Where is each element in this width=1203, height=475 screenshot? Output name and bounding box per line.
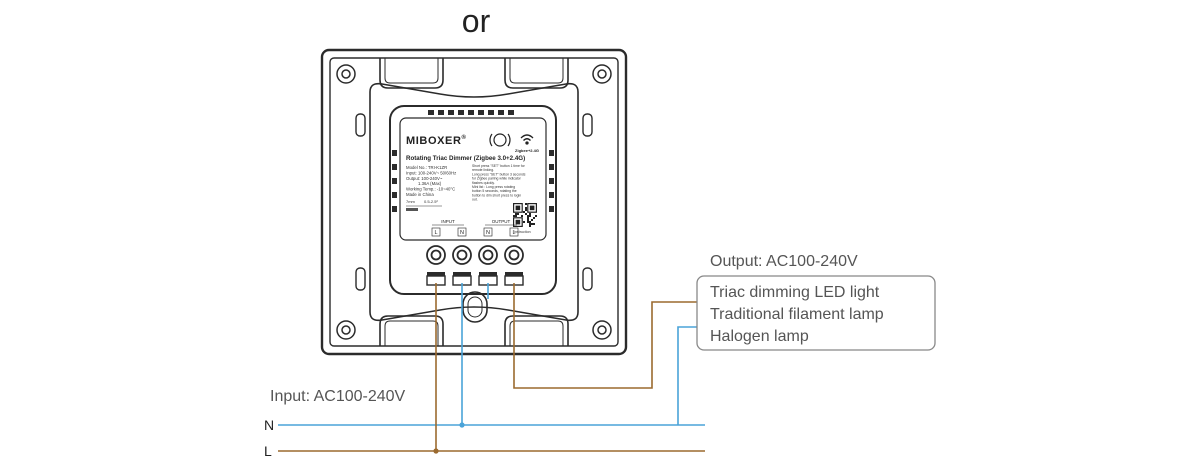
dimmer-device	[320, 48, 628, 356]
output-label: Output: AC100-240V	[710, 253, 858, 270]
side-slots	[355, 113, 593, 291]
vent-ribs	[392, 110, 554, 212]
terminal-label: L	[512, 230, 515, 236]
instruction-line: Mini list : Long press rotating	[472, 185, 515, 189]
label-plate	[399, 117, 547, 241]
instruction-line: button to dim short press to login	[472, 193, 521, 197]
instruction-line: button 5 seconds, rotating the	[472, 189, 517, 193]
strip-gauge-bar	[406, 208, 418, 211]
instruction-line: Short press "SET" button 1 time for	[472, 164, 526, 168]
input-label: Input: AC100-240V	[270, 388, 406, 405]
live-line-label: L	[264, 443, 272, 459]
device-frame	[320, 48, 628, 356]
output-group-label: OUTPUT	[492, 219, 511, 224]
neutral-junction	[459, 422, 465, 428]
qr-caption: Instruction	[514, 230, 531, 234]
spec-line: Working Temp.: -10~40°C	[406, 187, 455, 192]
instruction-list: Short press "SET" button 1 time forremot…	[472, 164, 526, 202]
wireless-icon	[520, 134, 534, 145]
terminal-label-box	[457, 227, 467, 237]
spec-line: 1.36A (Max)	[418, 181, 442, 186]
product-name: Rotating Triac Dimmer (Zigbee 3.0+2.4G)	[406, 155, 525, 162]
spec-line: Model No.: TRI-K1ZR	[406, 165, 447, 170]
live-junction	[433, 448, 439, 454]
load-item: Halogen lamp	[710, 328, 809, 345]
mounting-slot	[462, 291, 488, 323]
terminal-label-box	[483, 227, 493, 237]
dial-icon	[489, 133, 511, 147]
wires	[278, 283, 705, 454]
terminal-clamps	[426, 275, 524, 286]
neutral-line-label: N	[264, 417, 274, 433]
corner-screws	[336, 64, 612, 340]
spec-line: Input: 100-240V~ 50/60Hz	[406, 170, 456, 175]
label-text: MIBOXER® Zigbee+2.4G Rotating Triac Dimm…	[406, 133, 539, 237]
strip-length: 7mm	[406, 199, 416, 204]
instruction-line: out.	[472, 198, 478, 202]
input-group-label: INPUT	[441, 219, 455, 224]
terminal-label-box	[509, 227, 519, 237]
terminal-label-box	[431, 227, 441, 237]
heading-or: or	[462, 3, 491, 39]
qr-code	[513, 203, 537, 227]
terminal-label: N	[460, 230, 464, 236]
terminal-label: N	[486, 230, 490, 236]
instruction-line: Long press "SET" button 3 seconds	[472, 172, 526, 176]
neutral-to-load	[677, 326, 697, 425]
instruction-line: for Zigbee pairing while indicator	[472, 177, 522, 181]
terminal-label: L	[434, 230, 437, 236]
live-output-to-load	[513, 283, 697, 389]
device-inner-frame	[329, 57, 619, 347]
instruction-line: remote linking.	[472, 168, 494, 172]
module-body	[389, 105, 557, 295]
load-box	[696, 275, 936, 351]
load-item: Traditional filament lamp	[710, 306, 884, 323]
load-item: Triac dimming LED light	[710, 284, 880, 301]
spec-line: Made in China	[406, 192, 434, 197]
mounting-plate	[369, 82, 579, 322]
wire-gauge: 0.5-2.5²	[424, 199, 438, 204]
wireless-label: Zigbee+2.4G	[515, 148, 539, 153]
terminal-screws	[426, 245, 524, 265]
instruction-line: flashes quickly.	[472, 181, 495, 185]
spec-line: Output: 100-240V~	[406, 176, 443, 181]
brand-logo: MIBOXER®	[406, 134, 467, 147]
